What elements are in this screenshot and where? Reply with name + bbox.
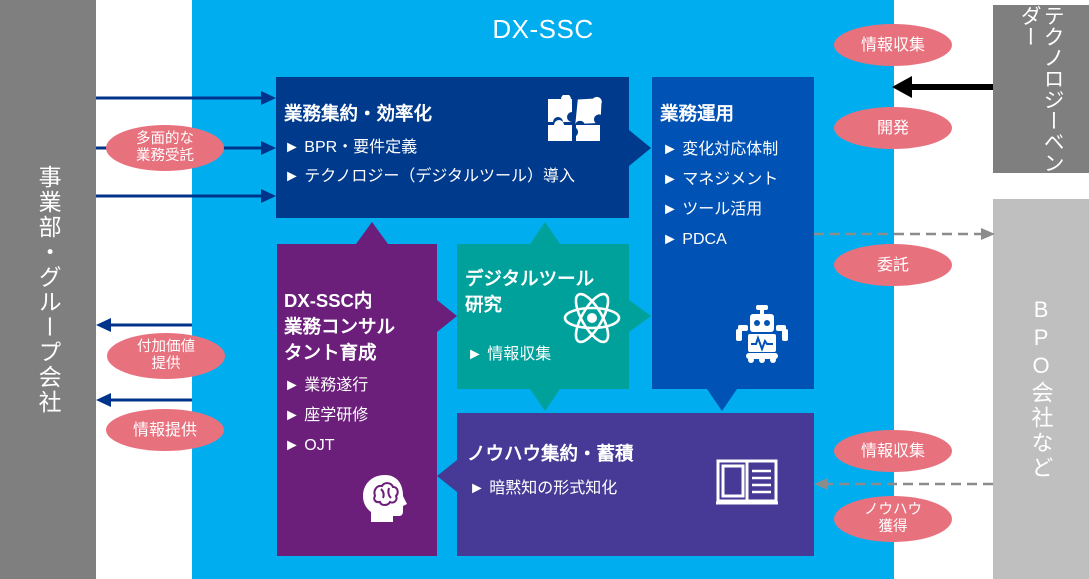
operations-box: 業務運用 ► 変化対応体制 ► マネジメント ► ツール活用 ► PDCA [652, 77, 814, 389]
consult-to-efficiency-triangle [356, 222, 388, 244]
added-value-pill: 付加価値 提供 [107, 333, 225, 379]
flow-triangles [356, 130, 737, 492]
consultant-item-3: ► OJT [284, 437, 335, 454]
consultant-title-line-1: DX-SSC内 [284, 290, 373, 311]
vendor-info-collect-pill: 情報収集 [834, 24, 952, 66]
knowhow-to-consult-triangle [437, 460, 457, 492]
operations-item-4: ► PDCA [662, 231, 727, 248]
efficiency-title: 業務集約・効率化 [284, 103, 433, 124]
consultant-training-box: DX-SSC内 業務コンサル タント育成 ► 業務遂行 ► 座学研修 ► OJT [277, 244, 437, 556]
bpo-companies-label: BPO会社など [1028, 297, 1054, 481]
multi-reception-line-2: 業務受託 [136, 148, 194, 164]
research-item-1: ► 情報収集 [467, 346, 552, 363]
bpo-companies-box: BPO会社など [993, 199, 1089, 579]
robot-icon [736, 305, 788, 363]
bpo-info-collect-pill: 情報収集 [834, 430, 952, 472]
outsource-pill: 委託 [834, 244, 952, 286]
knowhow-acquire-line-1: ノウハウ [864, 502, 922, 518]
research-title-line-2: 研究 [465, 294, 503, 315]
dx-ssc-title: DX-SSC [492, 14, 594, 44]
knowhow-item-1: ► 暗黙知の形式知化 [469, 480, 618, 497]
efficiency-to-ops-triangle [629, 130, 651, 166]
knowhow-dashed-arrowhead [814, 478, 828, 490]
efficiency-box: 業務集約・効率化 ► BPR・要件定義 ► テクノロジー（デジタルツール）導入 [276, 77, 629, 218]
puzzle-icon [548, 95, 602, 141]
operations-item-2: ► マネジメント [662, 171, 779, 188]
multi-reception-pill: 多面的な 業務受託 [106, 125, 224, 171]
operations-item-3: ► ツール活用 [662, 201, 763, 218]
knowhow-acquire-line-2: 獲得 [878, 519, 908, 535]
info-provide-label: 情報提供 [132, 421, 197, 439]
outbound-arrowhead-2 [96, 393, 111, 407]
knowhow-acquire-pill: ノウハウ 獲得 [834, 496, 952, 542]
info-provide-pill: 情報提供 [106, 409, 224, 451]
knowhow-title: ノウハウ集約・蓄積 [467, 443, 634, 464]
technology-vendor-box: テクノロジーベンダー [993, 5, 1089, 173]
outbound-arrowhead-1 [96, 318, 111, 332]
consultant-title-line-2: 業務コンサル [284, 316, 396, 337]
inbound-arrowhead-1 [261, 91, 276, 105]
business-units-column: 事業部・グループ会社 [0, 0, 96, 579]
outsource-dashed-arrowhead [981, 228, 995, 240]
operations-title: 業務運用 [660, 103, 735, 124]
digital-tool-research-box: デジタルツール 研究 ► 情報収集 [457, 244, 629, 389]
business-units-label: 事業部・グループ会社 [35, 164, 62, 415]
atom-icon [563, 292, 621, 344]
development-label: 開発 [876, 119, 909, 137]
efficiency-item-2: ► テクノロジー（デジタルツール）導入 [284, 168, 576, 185]
consultant-item-2: ► 座学研修 [284, 407, 369, 424]
brain-head-icon [363, 475, 407, 522]
consultant-item-1: ► 業務遂行 [284, 377, 369, 394]
research-down-triangle [530, 389, 560, 411]
added-value-line-2: 提供 [151, 356, 181, 372]
technology-vendor-label: テクノロジーベンダー [1018, 5, 1065, 173]
research-up-triangle [530, 222, 560, 244]
research-to-ops-triangle [629, 300, 651, 332]
added-value-line-1: 付加価値 [137, 339, 195, 355]
knowhow-box: ノウハウ集約・蓄積 ► 暗黙知の形式知化 [457, 413, 814, 556]
ops-to-knowhow-triangle [707, 389, 737, 411]
inbound-arrowhead-2 [261, 141, 276, 155]
outsource-label: 委託 [876, 256, 909, 274]
consultant-title-line-3: タント育成 [284, 342, 377, 363]
consult-to-research-triangle [437, 300, 457, 332]
vendor-arrow [892, 76, 993, 98]
outbound-arrows [96, 318, 192, 407]
inbound-arrowhead-3 [261, 189, 276, 203]
efficiency-item-1: ► BPR・要件定義 [284, 139, 418, 156]
book-icon [716, 459, 778, 505]
development-pill: 開発 [834, 107, 952, 149]
multi-reception-line-1: 多面的な [136, 131, 194, 147]
operations-item-1: ► 変化対応体制 [662, 141, 779, 158]
bpo-info-collect-label: 情報収集 [860, 442, 925, 460]
vendor-info-collect-label: 情報収集 [860, 36, 925, 54]
research-title-line-1: デジタルツール [465, 268, 595, 289]
dashed-arrows [814, 228, 995, 490]
